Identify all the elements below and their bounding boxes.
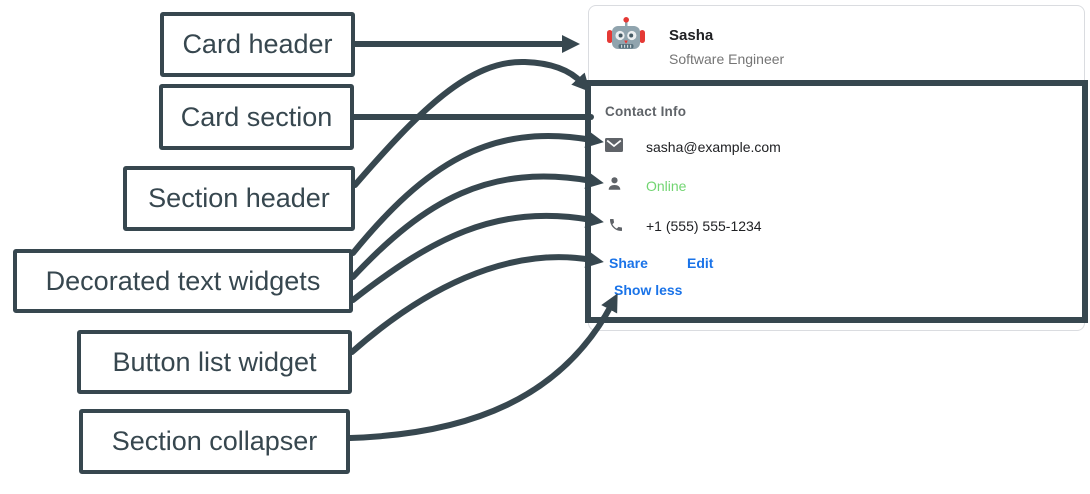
person-icon (608, 177, 621, 190)
label-card-header: Card header (160, 12, 355, 77)
share-button[interactable]: Share (609, 255, 648, 271)
arrow-decorated-status (350, 171, 604, 280)
contact-card: Sasha Software Engineer Contact Info sas… (588, 5, 1085, 331)
mail-icon (605, 138, 623, 152)
label-button-list-widget-text: Button list widget (112, 346, 317, 377)
status-text: Online (646, 178, 687, 194)
arrow-section-collapser (347, 293, 618, 441)
label-button-list-widget: Button list widget (77, 330, 352, 394)
label-card-section-text: Card section (180, 101, 333, 132)
arrow-button-list (349, 250, 604, 355)
label-section-header: Section header (123, 166, 355, 231)
section-header-text: Contact Info (605, 104, 687, 119)
card-subtitle: Software Engineer (669, 51, 785, 67)
card-title: Sasha (669, 27, 714, 44)
arrow-section-header (352, 58, 591, 188)
arrow-decorated-phone (350, 210, 604, 303)
edit-button[interactable]: Edit (687, 255, 714, 271)
robot-avatar-icon (607, 17, 645, 49)
label-decorated-text-widgets: Decorated text widgets (13, 249, 353, 313)
email-text: sasha@example.com (646, 139, 781, 155)
phone-text: +1 (555) 555-1234 (646, 218, 762, 234)
label-section-collapser: Section collapser (79, 409, 350, 474)
show-less-button[interactable]: Show less (614, 282, 683, 298)
label-section-collapser-text: Section collapser (111, 426, 318, 456)
label-card-section: Card section (159, 84, 354, 150)
label-section-header-text: Section header (148, 183, 330, 213)
phone-icon (610, 219, 622, 231)
arrow-decorated-email (350, 130, 604, 256)
label-card-header-text: Card header (182, 29, 333, 59)
label-decorated-text-widgets-text: Decorated text widgets (45, 265, 321, 296)
